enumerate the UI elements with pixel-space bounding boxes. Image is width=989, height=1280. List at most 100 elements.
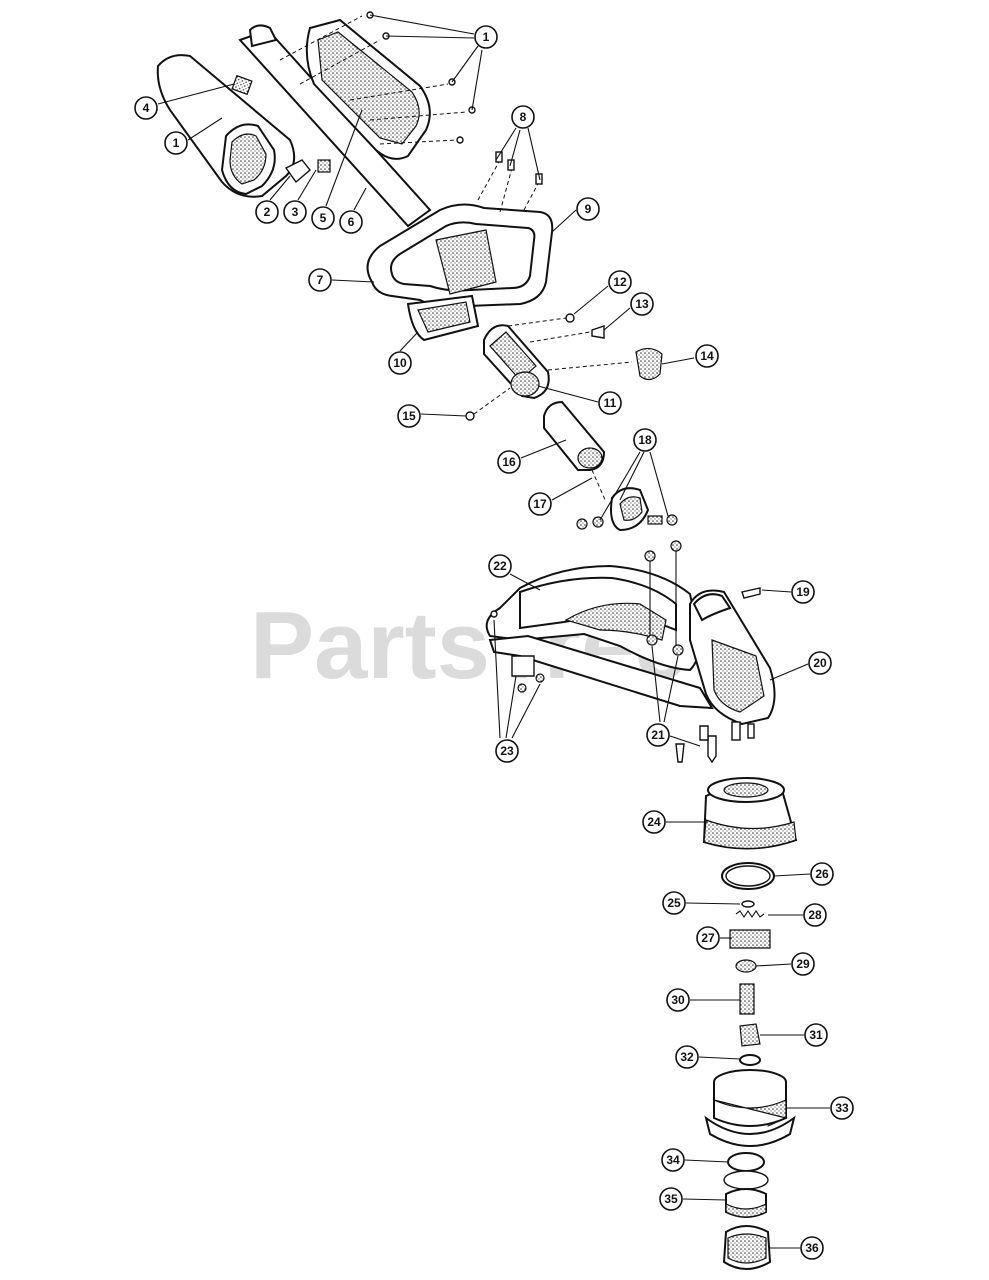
- callout-number: 7: [317, 273, 324, 287]
- callout-24: 24: [642, 810, 666, 834]
- callout-circle: [311, 206, 335, 230]
- callout-circle: [803, 903, 827, 927]
- callout-circle: [576, 197, 600, 221]
- callout-number: 19: [796, 585, 810, 599]
- callout-12: 12: [608, 270, 632, 294]
- callout-8: 8: [511, 105, 535, 129]
- callout-circle: [808, 651, 832, 675]
- callout-4: 4: [134, 96, 158, 120]
- shaft-clamp-assembly: [465, 313, 663, 421]
- callout-number: 20: [813, 656, 827, 670]
- callout-27: 27: [696, 926, 720, 950]
- callout-17: 17: [528, 492, 552, 516]
- callout-circle: [661, 1148, 685, 1172]
- callout-circle: [283, 200, 307, 224]
- callout-number: 8: [520, 110, 527, 124]
- callout-circle: [791, 952, 815, 976]
- callout-circle: [598, 391, 622, 415]
- callout-16: 16: [497, 450, 521, 474]
- callout-3: 3: [283, 200, 307, 224]
- callout-22: 22: [488, 554, 512, 578]
- callout-number: 33: [835, 1101, 849, 1115]
- callout-1: 1: [164, 131, 188, 155]
- lower-shaft-assembly: [543, 400, 678, 532]
- callout-14: 14: [695, 344, 719, 368]
- callout-34: 34: [661, 1148, 685, 1172]
- callout-31: 31: [804, 1023, 828, 1047]
- callout-number: 5: [320, 211, 327, 225]
- callout-29: 29: [791, 952, 815, 976]
- callout-number: 12: [613, 275, 627, 289]
- callout-15: 15: [397, 404, 421, 428]
- callout-number: 16: [502, 455, 516, 469]
- callout-number: 14: [700, 349, 714, 363]
- callout-21: 21: [646, 723, 670, 747]
- callout-7: 7: [308, 268, 332, 292]
- callout-number: 35: [664, 1192, 678, 1206]
- callout-6: 6: [339, 210, 363, 234]
- callout-circle: [810, 862, 834, 886]
- callout-28: 28: [803, 903, 827, 927]
- callout-circle: [474, 25, 498, 49]
- callout-circle: [633, 428, 657, 452]
- callout-25: 25: [662, 891, 686, 915]
- callout-number: 10: [393, 356, 407, 370]
- callout-number: 13: [635, 297, 649, 311]
- callout-circle: [488, 554, 512, 578]
- callout-number: 23: [500, 744, 514, 758]
- callout-circle: [675, 1045, 699, 1069]
- callout-circle: [134, 96, 158, 120]
- callout-36: 36: [800, 1236, 824, 1260]
- callout-circle: [511, 105, 535, 129]
- callout-10: 10: [388, 351, 412, 375]
- callout-33: 33: [830, 1096, 854, 1120]
- callout-number: 17: [533, 497, 547, 511]
- callout-number: 30: [671, 993, 685, 1007]
- callout-circle: [630, 292, 654, 316]
- callout-circle: [659, 1187, 683, 1211]
- callout-23: 23: [495, 739, 519, 763]
- callout-19: 19: [791, 580, 815, 604]
- callout-number: 15: [402, 409, 416, 423]
- callout-number: 1: [173, 136, 180, 150]
- callout-number: 27: [701, 931, 715, 945]
- callout-number: 1: [483, 30, 490, 44]
- callout-number: 6: [348, 215, 355, 229]
- callout-circle: [662, 891, 686, 915]
- callout-number: 34: [666, 1153, 680, 1167]
- callout-circle: [164, 131, 188, 155]
- callout-circle: [339, 210, 363, 234]
- leader-lines: [157, 14, 830, 1249]
- trimmer-head-stack: [702, 777, 798, 1270]
- callout-number: 18: [638, 433, 652, 447]
- callout-circle: [388, 351, 412, 375]
- callout-number: 36: [805, 1241, 819, 1255]
- callout-circle: [528, 492, 552, 516]
- callout-number: 9: [585, 202, 592, 216]
- callout-circle: [791, 580, 815, 604]
- callout-5: 5: [311, 206, 335, 230]
- callout-number: 21: [651, 728, 665, 742]
- callout-number: 26: [815, 867, 829, 881]
- callout-number: 32: [680, 1050, 694, 1064]
- callout-number: 4: [143, 101, 150, 115]
- callout-30: 30: [666, 988, 690, 1012]
- guard-and-motor-head: [485, 540, 776, 764]
- callout-9: 9: [576, 197, 600, 221]
- callout-circle: [666, 988, 690, 1012]
- callout-circle: [495, 739, 519, 763]
- callout-circle: [397, 404, 421, 428]
- callout-18: 18: [633, 428, 657, 452]
- callout-11: 11: [598, 391, 622, 415]
- callout-circle: [800, 1236, 824, 1260]
- callout-circle: [608, 270, 632, 294]
- callout-circle: [308, 268, 332, 292]
- callout-1: 1: [474, 25, 498, 49]
- callout-2: 2: [255, 200, 279, 224]
- callout-20: 20: [808, 651, 832, 675]
- motor-housing-assembly: [156, 11, 476, 228]
- callout-number: 25: [667, 896, 681, 910]
- callout-circle: [695, 344, 719, 368]
